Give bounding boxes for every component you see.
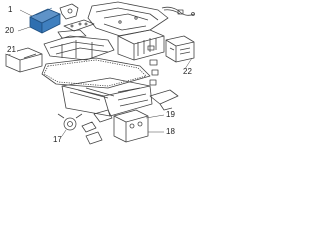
part-22-block[interactable] <box>165 35 195 63</box>
callout-22: 22 <box>182 67 193 76</box>
connector-assembly <box>57 113 97 133</box>
callout-1: 1 <box>7 5 14 14</box>
callout-18: 18 <box>165 127 176 136</box>
callout-17: 17 <box>52 135 63 144</box>
battery-top-cover <box>87 1 169 37</box>
bracket-bottom-middle <box>85 109 113 145</box>
callout-21: 21 <box>6 45 17 54</box>
cable-harness <box>161 6 195 16</box>
lower-battery-tray <box>61 77 153 117</box>
part-21-box[interactable] <box>5 47 43 73</box>
highlighted-module-part-20[interactable] <box>29 7 61 34</box>
exploded-view-drawing <box>5 1 195 145</box>
parts-diagram: 1 20 21 22 19 18 17 <box>0 0 200 147</box>
callout-20: 20 <box>4 26 15 35</box>
module-tray <box>43 35 115 61</box>
cell-module-stack <box>117 29 165 61</box>
seal-gasket <box>41 57 151 89</box>
callout-19: 19 <box>165 110 176 119</box>
connector-plate <box>57 19 95 39</box>
bracket-top-middle <box>59 3 79 20</box>
right-arm-bracket <box>149 89 179 111</box>
clips-right <box>147 45 159 86</box>
part-19-component[interactable] <box>113 109 149 143</box>
